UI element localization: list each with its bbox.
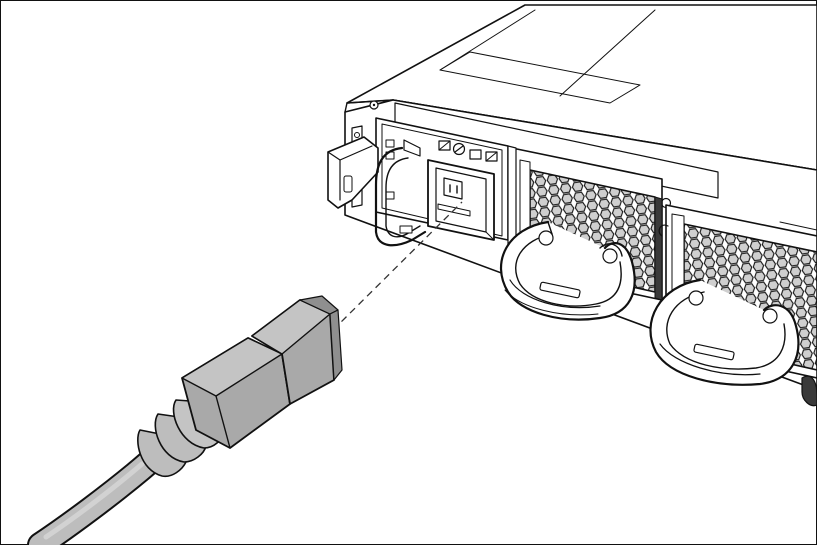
psu-handle-icon	[499, 220, 636, 321]
insertion-guide-line	[332, 201, 463, 331]
psu-handle-icon	[649, 278, 817, 407]
power-cord-plug-icon	[27, 295, 343, 545]
